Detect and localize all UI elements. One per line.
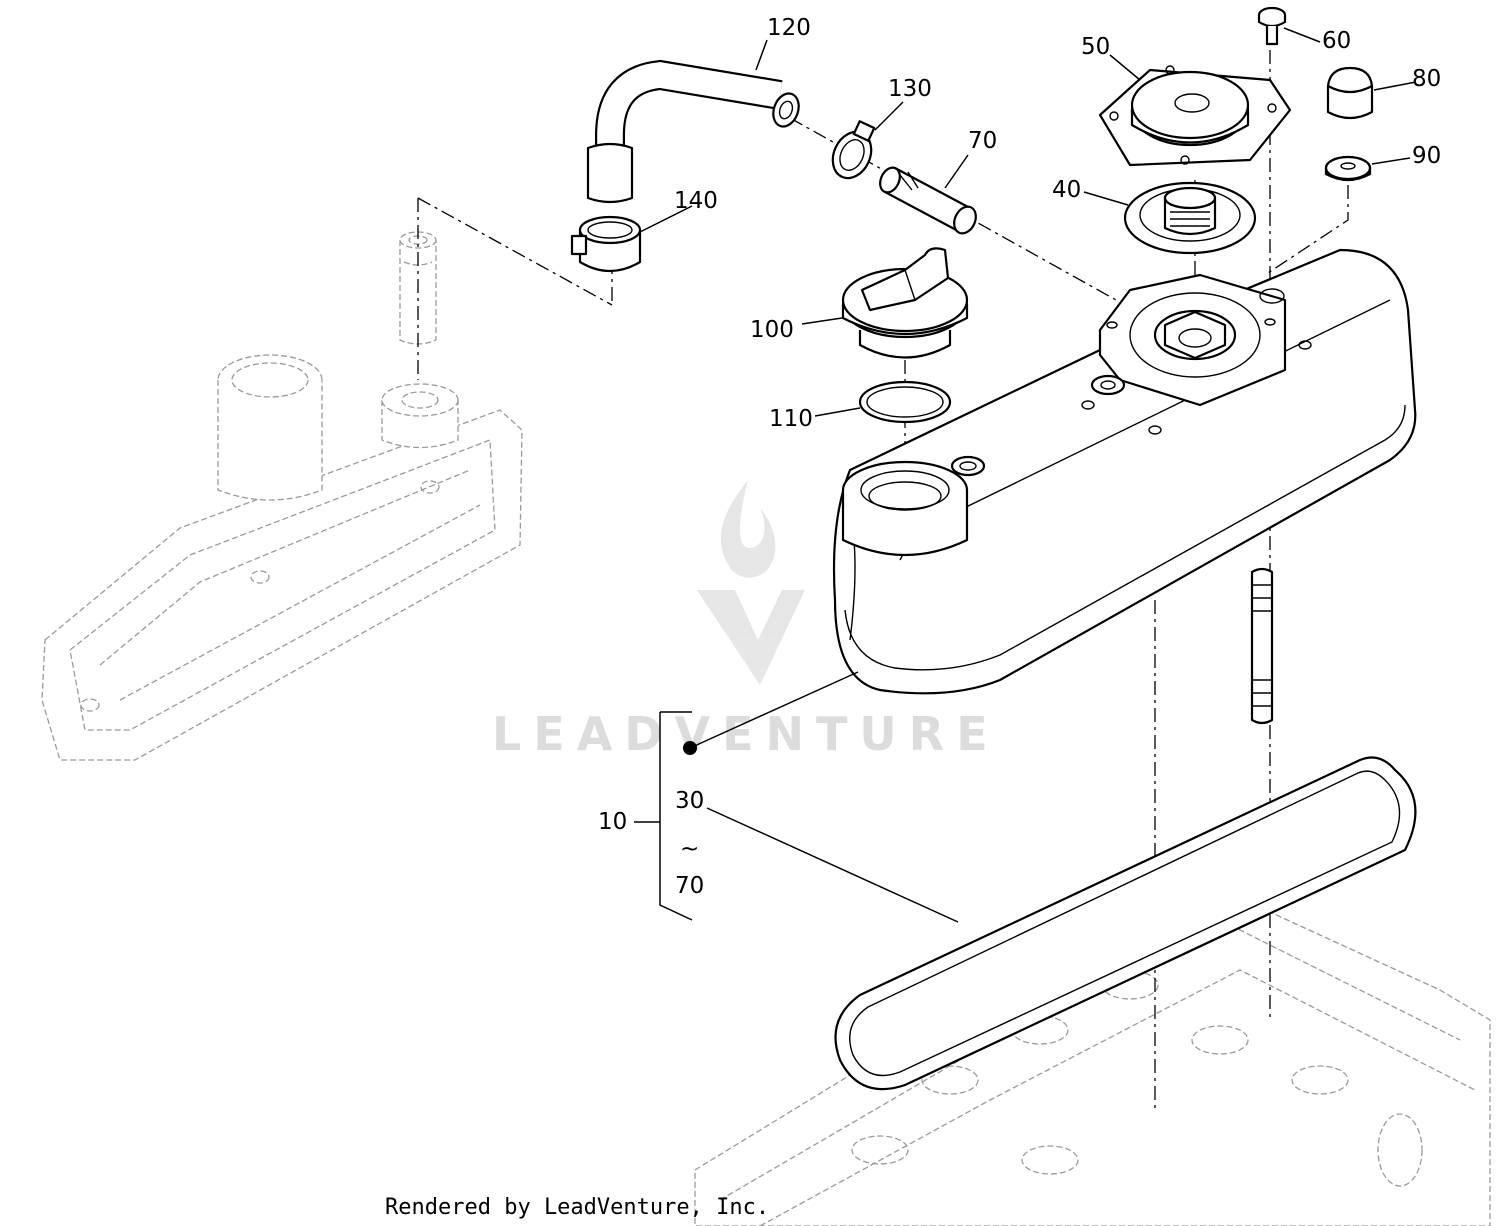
callout-70-pipe: 70 bbox=[968, 128, 997, 154]
manifold-ghost bbox=[41, 354, 523, 761]
callout-110: 110 bbox=[769, 406, 813, 432]
rendered-by-footer: Rendered by LeadVenture, Inc. bbox=[385, 1195, 769, 1220]
watermark-logo bbox=[697, 480, 805, 685]
callout-40: 40 bbox=[1052, 177, 1081, 203]
hose-clamp-140 bbox=[570, 215, 642, 272]
breather-pipe bbox=[879, 166, 977, 235]
washer-90 bbox=[1324, 155, 1372, 182]
cover-gasket bbox=[834, 756, 1417, 1091]
breather-cover-50 bbox=[1098, 65, 1292, 167]
callout-90: 90 bbox=[1412, 143, 1441, 169]
callout-120: 120 bbox=[767, 15, 811, 41]
callout-130: 130 bbox=[888, 76, 932, 102]
assembly-bullet bbox=[683, 741, 697, 755]
callout-60: 60 bbox=[1322, 28, 1351, 54]
callout-140: 140 bbox=[674, 188, 718, 214]
callout-100: 100 bbox=[750, 317, 794, 343]
hose-clamp-130 bbox=[831, 120, 876, 180]
callout-50: 50 bbox=[1081, 34, 1110, 60]
oil-filler-cap bbox=[841, 247, 969, 359]
watermark-text: LEADVENTURE bbox=[492, 707, 1000, 761]
callout-10: 10 bbox=[598, 809, 627, 835]
cap-80 bbox=[1326, 66, 1374, 120]
valve-cover bbox=[832, 248, 1417, 695]
callout-80: 80 bbox=[1412, 66, 1441, 92]
callout-range-tilde: ~ bbox=[680, 836, 699, 862]
stud-bolt bbox=[1250, 567, 1274, 725]
callout-70-range: 70 bbox=[675, 873, 704, 899]
callout-30: 30 bbox=[675, 788, 704, 814]
leader-lines bbox=[634, 27, 1417, 923]
breather-hose bbox=[586, 59, 800, 204]
screw-60 bbox=[1257, 6, 1287, 46]
diaphragm-40 bbox=[1123, 181, 1257, 255]
o-ring bbox=[858, 380, 952, 424]
